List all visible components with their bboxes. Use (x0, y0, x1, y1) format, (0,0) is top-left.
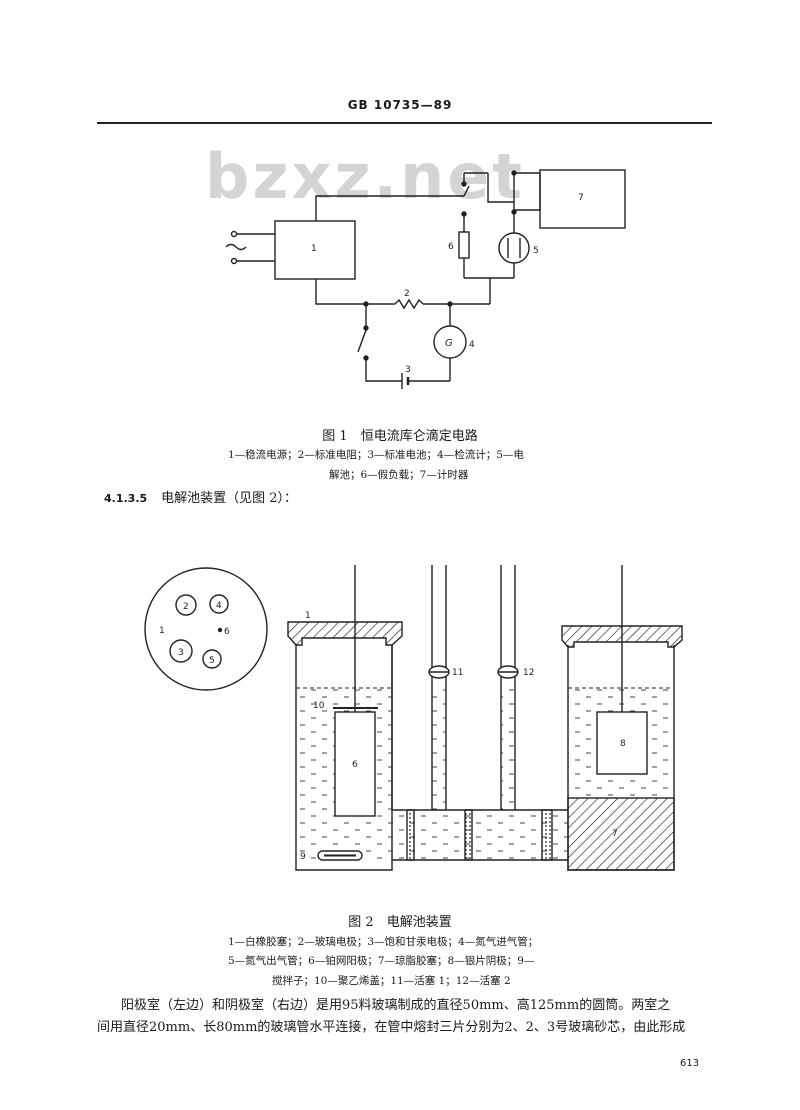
cell-top-view (144, 567, 268, 691)
section-heading: 4.1.3.5 电解池装置（见图 2）： (104, 487, 297, 506)
fig2-label-7: 7 (612, 829, 618, 839)
page-number: 613 (680, 1058, 700, 1069)
body-line-2: 间用直径20mm、长80mm的玻璃管水平连接，在管中熔封三片分别为2、2、3号玻… (97, 1020, 686, 1035)
fig2-label-4: 4 (216, 601, 222, 611)
fig2-label-2: 2 (183, 602, 189, 612)
timer-box (539, 169, 626, 229)
fig2-label-1-topview: 1 (159, 626, 165, 636)
ac-source-icon (225, 243, 247, 251)
fig2-label-12: 12 (523, 668, 534, 678)
figure-2-legend-line-3: 搅拌子；10—聚乙烯盖；11—活塞 1；12—活塞 2 (272, 975, 511, 987)
frit-1 (406, 809, 415, 861)
fig2-label-5: 5 (209, 656, 215, 666)
frit-3 (541, 809, 553, 861)
label-2: 2 (404, 289, 410, 299)
header-rule (97, 122, 712, 124)
figure-2-legend-line-1: 1—白橡胶塞；2—玻璃电极；3—饱和甘汞电极；4—氮气进气管； (228, 936, 539, 948)
fig2-label-11: 11 (452, 668, 463, 678)
figure-1-circuit: 1 2 3 4 5 6 7 G (225, 169, 626, 389)
body-line-1: 阳极室（左边）和阴极室（右边）是用95料玻璃制成的直径50mm、高125mm的圆… (121, 998, 671, 1013)
silver-cathode (596, 711, 648, 775)
label-6: 6 (448, 242, 454, 252)
label-7: 7 (578, 193, 584, 203)
fig2-label-3: 3 (178, 648, 184, 658)
figure-1-caption: 图 1 恒电流库仑滴定电路 (322, 429, 478, 444)
label-1: 1 (311, 244, 317, 254)
figure-1-legend-line-2: 解池；6—假负载；7—计时器 (329, 469, 469, 481)
fig2-label-1: 1 (305, 611, 311, 621)
section-title: 电解池装置（见图 2）： (161, 491, 298, 506)
fig2-label-6: 6 (352, 760, 358, 770)
section-number: 4.1.3.5 (104, 492, 148, 505)
rubber-stopper-left (287, 621, 403, 646)
label-4: 4 (469, 340, 475, 350)
platinum-anode (334, 711, 376, 817)
standard-header: GB 10735—89 (347, 98, 453, 112)
frit-2 (464, 809, 473, 861)
label-5: 5 (533, 246, 539, 256)
fig2-label-9: 9 (300, 852, 306, 862)
fig2-label-6-topview: 6 (224, 627, 230, 637)
standard-resistor (394, 298, 424, 310)
figure-2-legend-line-2: 5—氮气出气管；6—铂网阳极；7—琼脂胶塞；8—银片阴极；9— (228, 955, 535, 967)
fig2-label-10: 10 (313, 701, 325, 711)
fig2-label-8: 8 (620, 739, 626, 749)
figure-2-caption: 图 2 电解池装置 (348, 915, 452, 930)
figure-1-legend-line-1: 1—稳流电源；2—标准电阻；3—标准电池；4—检流计；5—电 (228, 449, 524, 461)
galvanometer-g: G (445, 338, 453, 349)
agar-plug (567, 797, 675, 871)
label-3: 3 (405, 365, 411, 375)
power-supply-box (274, 220, 356, 280)
watermark: bzxz.net (205, 140, 525, 213)
